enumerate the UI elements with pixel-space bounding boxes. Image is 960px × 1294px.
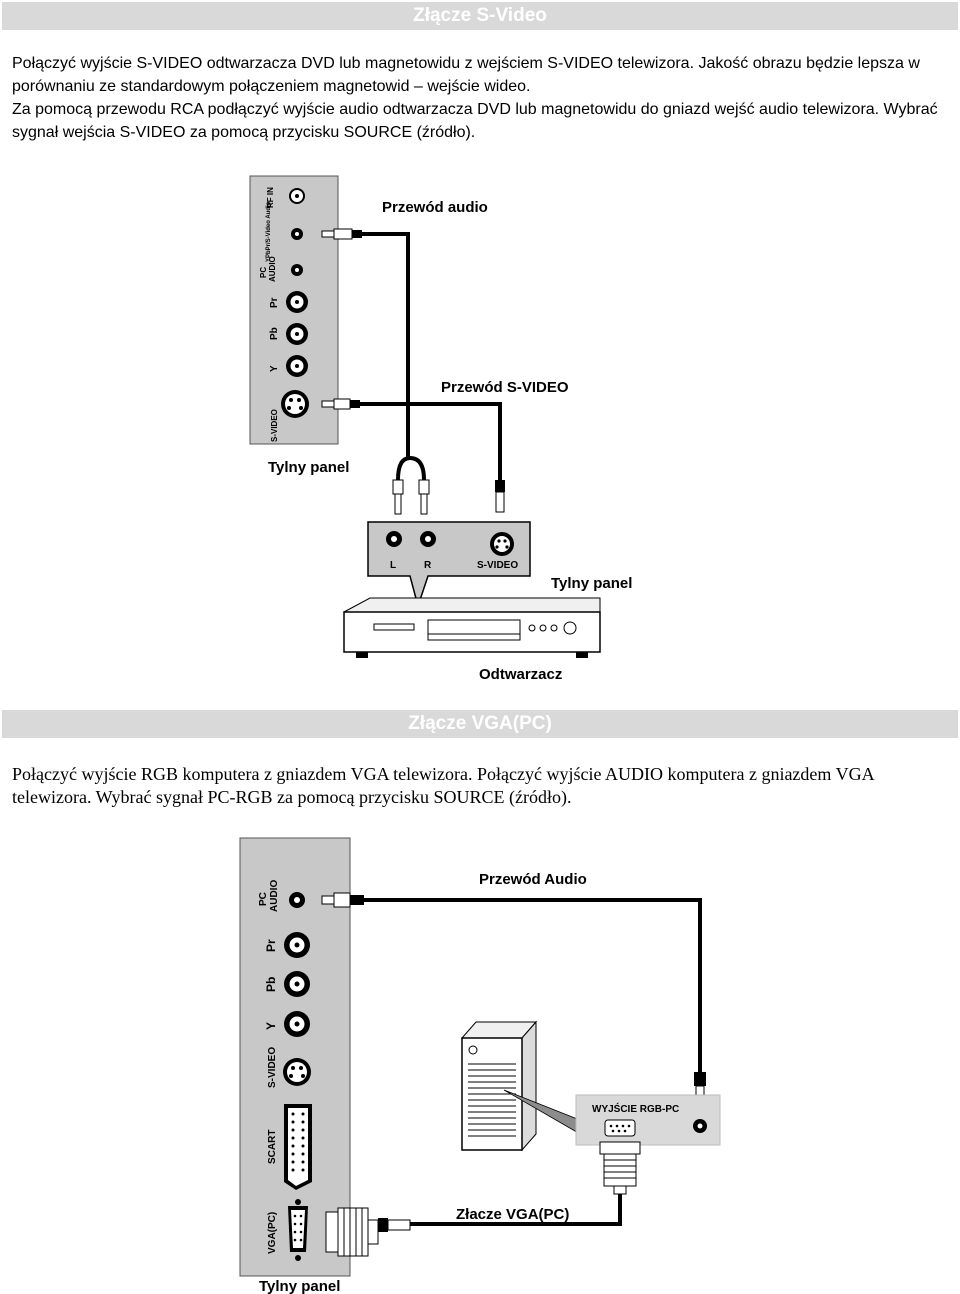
pr-label: Pr [269, 297, 280, 308]
s-video-label: S-VIDEO [270, 409, 279, 442]
vga-pc-label: VGA(PC) [267, 1212, 278, 1254]
vga-cable [410, 1194, 622, 1226]
vga-pc-audio-label-2: AUDIO [269, 880, 280, 912]
pc-audio-label-1: PC [259, 267, 268, 278]
vga-pb-label: Pb [264, 977, 278, 992]
audio-cable [362, 232, 410, 460]
vga-section-header: Złącze VGA(PC) [2, 710, 958, 738]
vga-connector-label: Złacze VGA(PC) [456, 1206, 569, 1223]
svideo-paragraph-1: Połączyć wyjście S-VIDEO odtwarzacza DVD… [12, 55, 920, 95]
pc-back-panel [575, 1094, 721, 1146]
vga-socket [288, 1199, 308, 1261]
vga-s-video-label: S-VIDEO [267, 1047, 278, 1088]
svideo-section-header: Złącze S-Video [2, 2, 958, 30]
y-label: Y [269, 365, 280, 372]
vga-audio-cable [364, 898, 702, 1072]
tv-back-panel-vga [239, 837, 351, 1277]
player-back-panel [367, 521, 531, 609]
audio-cable-label: Przewód audio [382, 199, 488, 216]
tv-back-panel-label-svideo: Tylny panel [268, 459, 349, 476]
svideo-paragraph-2: Za pomocą przewodu RCA podłączyć wyjście… [12, 101, 938, 141]
svideo-plug-player [495, 480, 505, 513]
rf-in-label: RF IN [266, 187, 275, 208]
vga-paragraph: Połączyć wyjście RGB komputera z gniazde… [12, 764, 874, 807]
svideo-cable-label: Przewód S-VIDEO [441, 379, 569, 396]
rgb-out-label: WYJŚCIE RGB-PC [592, 1102, 679, 1115]
vga-audio-cable-label: Przewód Audio [479, 871, 587, 888]
vga-plug-pc [599, 1141, 641, 1195]
svideo-cable [360, 402, 502, 480]
scart-label: SCART [267, 1130, 278, 1164]
svideo-connection-diagram: RF IN YPbPr/S-Video Audio PC AUDIO Pr Pb… [249, 175, 632, 683]
svideo-instructions: Połączyć wyjście S-VIDEO odtwarzacza DVD… [12, 52, 948, 144]
vga-instructions: Połączyć wyjście RGB komputera z gniazde… [12, 763, 948, 809]
audio-plugs-player [392, 479, 430, 515]
vga-y-label: Y [264, 1022, 278, 1030]
vga-pc-audio-label-1: PC [258, 892, 269, 906]
audio-cable-plug-tv [321, 228, 362, 240]
pc-audio-label-2: AUDIO [268, 256, 277, 282]
pb-label: Pb [269, 327, 280, 340]
ypbpr-audio-label: YPbPr/S-Video Audio [266, 201, 272, 262]
vga-connection-diagram: PC AUDIO Pr Pb Y S-VIDEO SCART VGA(PC) [239, 837, 721, 1294]
pc-tower-illustration [460, 1020, 538, 1152]
tv-back-panel-label-vga: Tylny panel [259, 1278, 340, 1294]
vga-audio-plug-tv [321, 892, 364, 908]
player-l-label: L [390, 560, 396, 571]
vga-plug-tv [325, 1207, 411, 1257]
audio-cable-split [396, 455, 426, 481]
vga-pr-label: Pr [264, 939, 278, 952]
player-label: Odtwarzacz [479, 666, 562, 683]
player-r-label: R [424, 560, 432, 571]
dvd-player-illustration [343, 597, 601, 658]
player-svideo-label: S-VIDEO [477, 560, 518, 571]
svideo-cable-plug-tv [321, 398, 360, 410]
pc-rgb-out-socket [604, 1119, 636, 1137]
scart-socket [284, 1104, 312, 1190]
player-back-panel-label: Tylny panel [551, 575, 632, 592]
